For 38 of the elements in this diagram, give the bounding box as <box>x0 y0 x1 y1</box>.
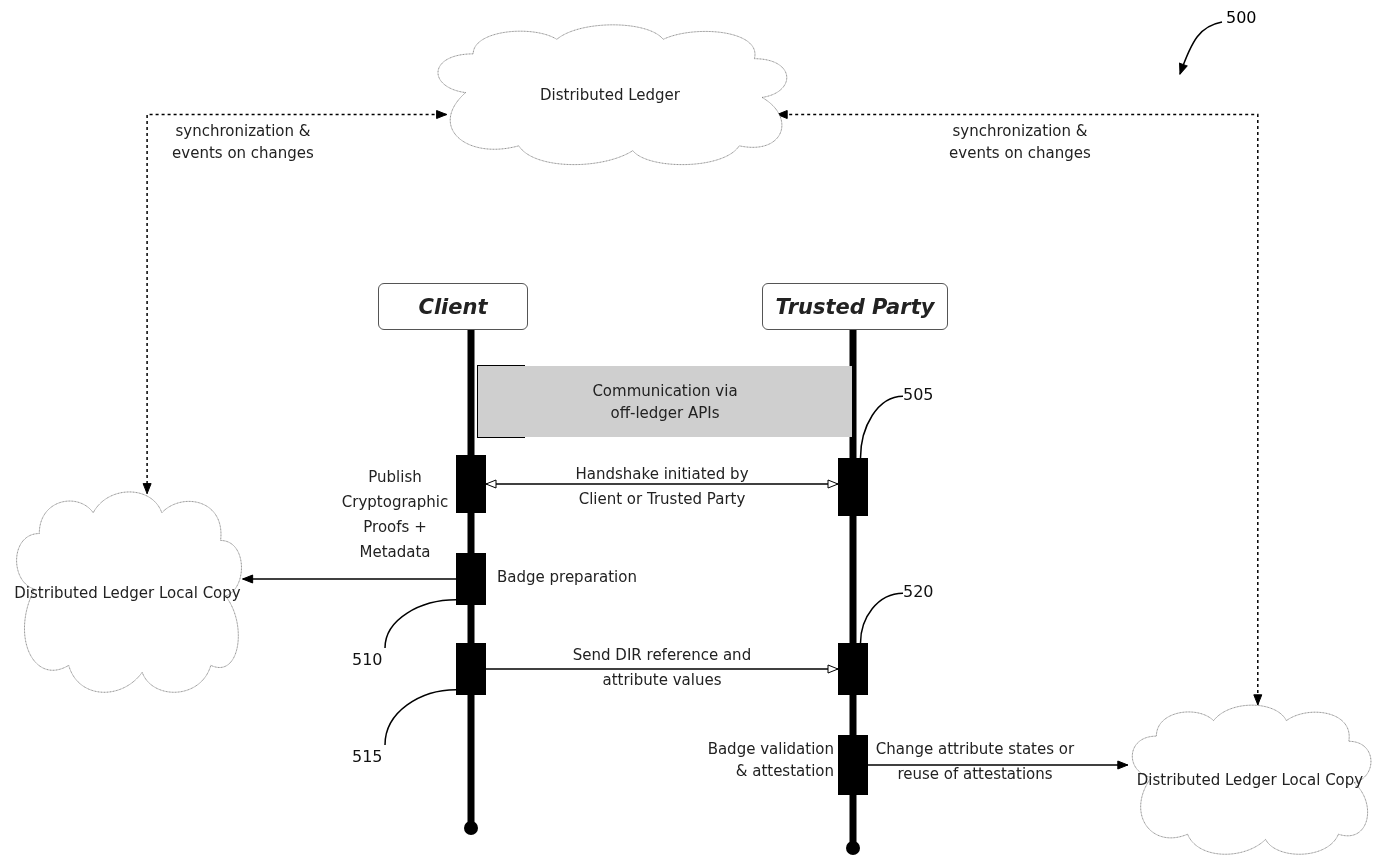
node-label: Distributed Ledger Local Copy <box>1136 770 1364 791</box>
figure-number: 500 <box>1226 8 1257 27</box>
edge-label: synchronization & events on changes <box>948 121 1092 164</box>
node-label: Communication via off-ledger APIs <box>591 380 739 424</box>
node-label: Trusted Party <box>775 295 935 318</box>
arrow <box>485 664 839 674</box>
arrow <box>241 574 457 584</box>
node-label: Client <box>418 295 488 318</box>
participant-box <box>378 283 528 330</box>
node-label: Distributed Ledger <box>540 85 680 106</box>
arrow <box>867 760 1129 770</box>
callout-number: 520 <box>903 580 947 604</box>
leader-line <box>384 689 457 746</box>
edge-label: Send DIR reference and attribute values <box>571 645 753 691</box>
arrow <box>485 479 839 489</box>
edge-label: Publish Cryptographic Proofs + Metadata <box>340 467 450 563</box>
callout-number: 510 <box>352 648 396 672</box>
edge-label: synchronization & events on changes <box>171 121 315 164</box>
activation-bar <box>456 455 486 513</box>
activation-bar <box>838 643 868 695</box>
step-label: Badge validation & attestation <box>706 739 834 782</box>
callout-number: 515 <box>352 745 396 769</box>
activation-bar <box>456 643 486 695</box>
arrow <box>142 110 448 495</box>
step-label: Badge preparation <box>497 567 638 588</box>
shaded-band <box>478 366 852 437</box>
leader-line <box>384 599 457 649</box>
participant-box <box>762 283 948 330</box>
activation-bar <box>456 553 486 605</box>
activation-bar <box>838 735 868 795</box>
arrow <box>776 110 1263 706</box>
leader-line <box>859 395 904 459</box>
edge-label: Change attribute states or reuse of attestations <box>875 739 1075 785</box>
edge-label: Handshake initiated by Client or Trusted Party <box>574 464 750 510</box>
leader-line <box>859 592 904 644</box>
node-label: Distributed Ledger Local Copy <box>14 582 241 604</box>
callout-number: 505 <box>903 383 947 407</box>
activation-bar <box>838 458 868 516</box>
